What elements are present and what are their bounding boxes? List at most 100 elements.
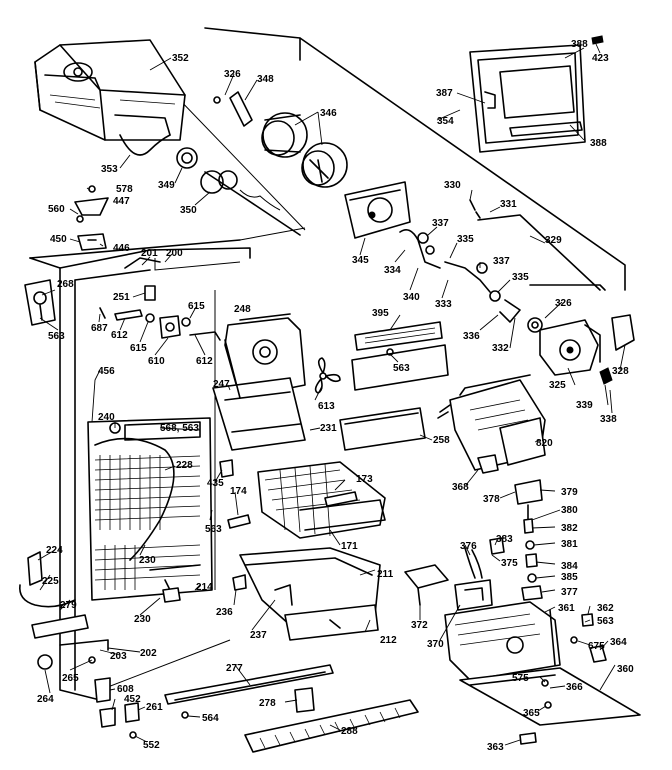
label-225: 225	[42, 576, 59, 587]
label-560: 560	[48, 204, 65, 215]
label-278: 278	[259, 698, 276, 709]
label-332: 332	[492, 343, 509, 354]
label-552: 552	[143, 740, 160, 751]
label-236: 236	[216, 607, 233, 618]
label-251: 251	[113, 292, 130, 303]
label-346: 346	[320, 108, 337, 119]
label-435: 435	[207, 478, 224, 489]
label-360: 360	[617, 664, 634, 675]
label-388-bottom: 388	[590, 138, 607, 149]
parts-326-348	[213, 91, 253, 127]
base-assembly-360	[444, 601, 641, 745]
rail-277	[164, 664, 334, 719]
label-231: 231	[320, 423, 337, 434]
label-563-d: 563	[597, 616, 614, 627]
label-820: 820	[536, 438, 553, 449]
label-325: 325	[549, 380, 566, 391]
label-387: 387	[436, 88, 453, 99]
label-237: 237	[250, 630, 267, 641]
label-329: 329	[545, 235, 562, 246]
label-613: 613	[318, 401, 335, 412]
label-330: 330	[444, 180, 461, 191]
label-610: 610	[148, 356, 165, 367]
label-378: 378	[483, 494, 500, 505]
label-335-a: 335	[457, 234, 474, 245]
label-277: 277	[226, 663, 243, 674]
fan-613	[314, 357, 341, 394]
label-687: 687	[91, 323, 108, 334]
label-336: 336	[463, 331, 480, 342]
label-450: 450	[50, 234, 67, 245]
drain-tube-224	[18, 551, 89, 639]
label-214: 214	[196, 582, 213, 593]
label-345: 345	[352, 255, 369, 266]
label-364: 364	[610, 637, 627, 648]
controls-370	[404, 537, 505, 611]
label-615-b: 615	[130, 343, 147, 354]
label-379: 379	[561, 487, 578, 498]
label-174: 174	[230, 486, 247, 497]
label-388-top: 388	[571, 39, 588, 50]
label-384: 384	[561, 561, 578, 572]
label-288: 288	[341, 726, 358, 737]
label-452: 452	[124, 694, 141, 705]
label-335-b: 335	[512, 272, 529, 283]
ice-maker-820	[437, 374, 546, 471]
motor-plate-345	[344, 181, 411, 239]
label-268: 268	[57, 279, 74, 290]
part-labels: 352 326 348 346 387 388 423 354 388 353 …	[37, 39, 634, 753]
valve-parts	[514, 479, 543, 601]
part-268	[24, 279, 56, 326]
label-395: 395	[372, 308, 389, 319]
label-563-a: 563	[48, 331, 65, 342]
label-279: 279	[60, 600, 77, 611]
label-212: 212	[380, 635, 397, 646]
label-568-563: 568, 563	[160, 423, 199, 434]
label-354: 354	[437, 116, 454, 127]
leader-lines	[37, 43, 626, 746]
label-370: 370	[427, 639, 444, 650]
linkage-assembly	[399, 199, 606, 333]
evaporator-228	[87, 417, 213, 601]
label-326-b: 326	[555, 298, 572, 309]
small-parts-left	[74, 185, 109, 251]
shield-258	[339, 407, 426, 451]
bracket-247	[212, 313, 306, 451]
label-615-a: 615	[188, 301, 205, 312]
label-337-b: 337	[493, 256, 510, 267]
label-349: 349	[158, 180, 175, 191]
label-608: 608	[117, 684, 134, 695]
label-338: 338	[600, 414, 617, 425]
label-612-a: 612	[111, 330, 128, 341]
label-224: 224	[46, 545, 63, 556]
label-383: 383	[496, 534, 513, 545]
label-365: 365	[523, 708, 540, 719]
label-376: 376	[460, 541, 477, 552]
label-578: 578	[116, 184, 133, 195]
label-564: 564	[202, 713, 219, 724]
label-264: 264	[37, 694, 54, 705]
label-380: 380	[561, 505, 578, 516]
label-202: 202	[140, 648, 157, 659]
label-368: 368	[452, 482, 469, 493]
label-201: 201	[141, 248, 158, 259]
label-326: 326	[224, 69, 241, 80]
label-382: 382	[561, 523, 578, 534]
label-563-b: 563	[393, 363, 410, 374]
label-203: 203	[110, 651, 127, 662]
label-247: 247	[213, 379, 230, 390]
label-363: 363	[487, 742, 504, 753]
label-423: 423	[592, 53, 609, 64]
label-339: 339	[576, 400, 593, 411]
label-352: 352	[172, 53, 189, 64]
bottom-left-parts	[37, 639, 140, 739]
label-381: 381	[561, 539, 578, 550]
label-366: 366	[566, 682, 583, 693]
label-230-a: 230	[139, 555, 156, 566]
label-328: 328	[612, 366, 629, 377]
bin-211	[162, 547, 381, 641]
label-362: 362	[597, 603, 614, 614]
label-331: 331	[500, 199, 517, 210]
label-248: 248	[234, 304, 251, 315]
